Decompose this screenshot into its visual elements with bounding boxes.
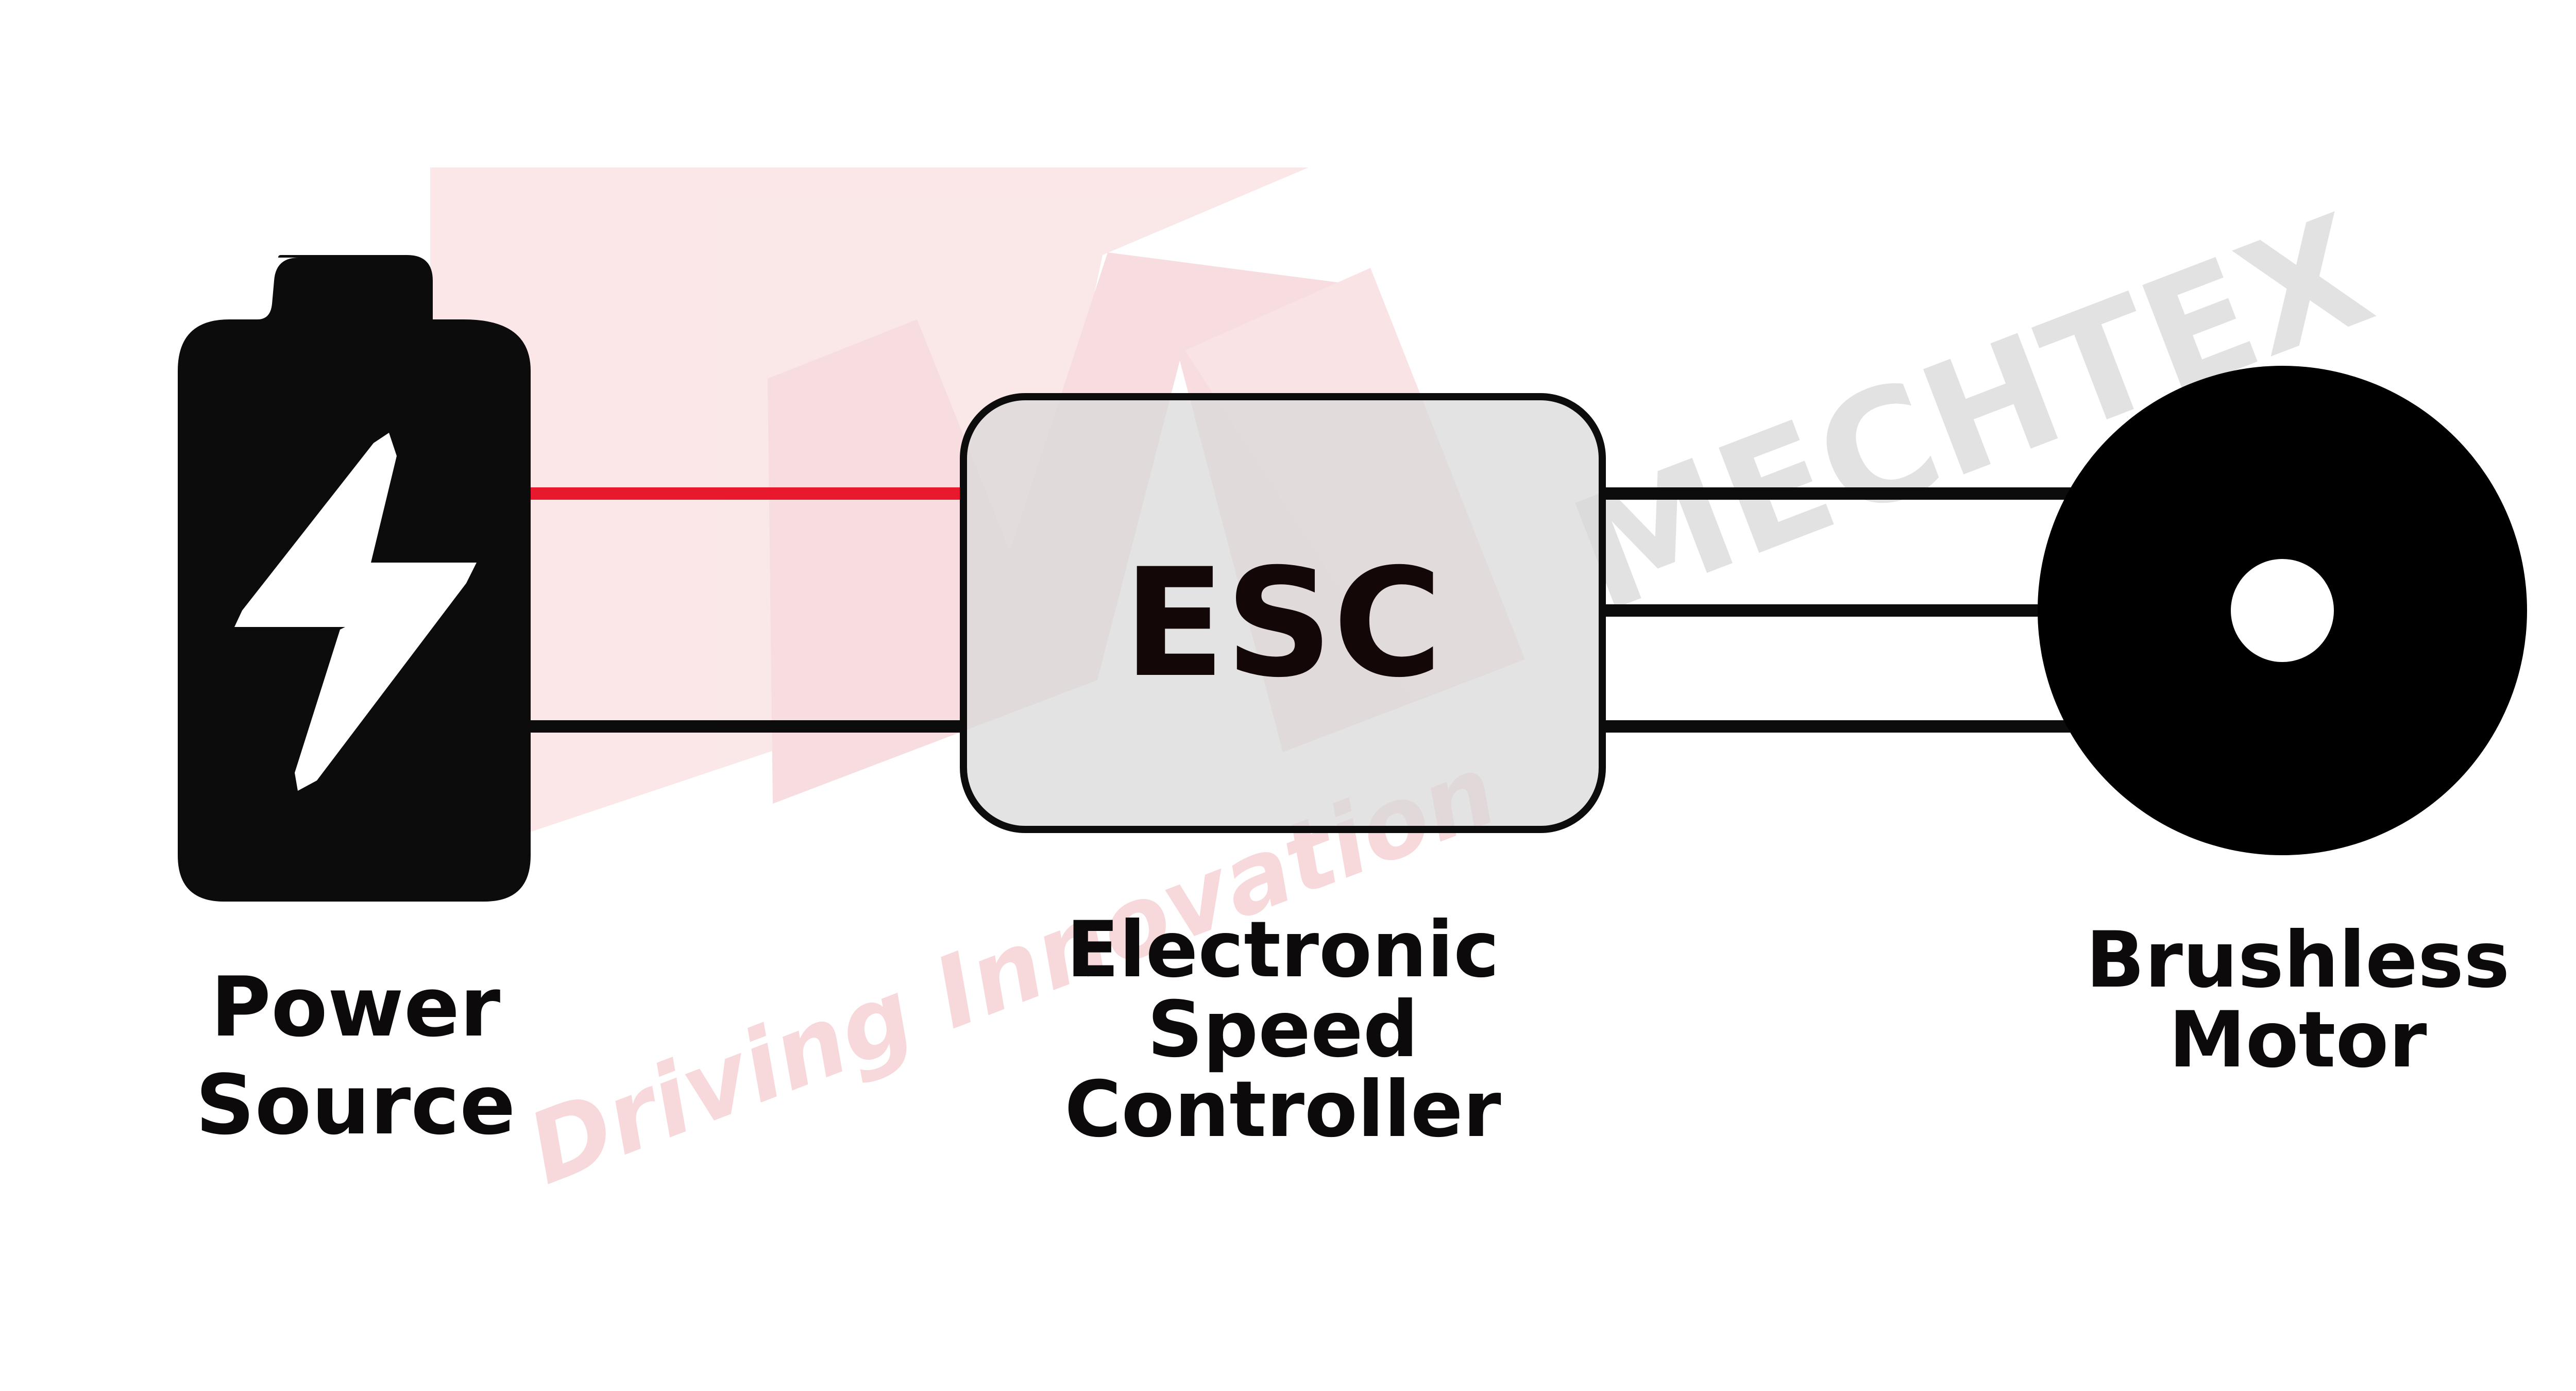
motor-circle-icon [2038,366,2527,855]
motor-label-line2: Motor [2168,995,2427,1085]
lightning-bolt-icon [234,433,477,791]
wires [531,487,2071,733]
power-source-label-line1: Power [211,959,501,1055]
power-source-label-line2: Source [195,1057,515,1153]
esc-label-line3: Controller [1064,1065,1501,1155]
esc-label-line1: Electronic [1066,905,1499,995]
esc-abbreviation: ESC [1123,537,1443,710]
motor-label: Brushless Motor [2086,915,2510,1085]
motor-label-line1: Brushless [2086,915,2510,1005]
esc-box [960,393,1606,833]
power-source-label: Power Source [195,959,515,1153]
esc-label-line2: Speed [1147,985,1418,1075]
esc-block: ESC [960,393,1606,833]
battery-charging-icon [178,255,531,902]
motor-shaft [2231,559,2334,662]
esc-label: Electronic Speed Controller [1064,905,1501,1155]
